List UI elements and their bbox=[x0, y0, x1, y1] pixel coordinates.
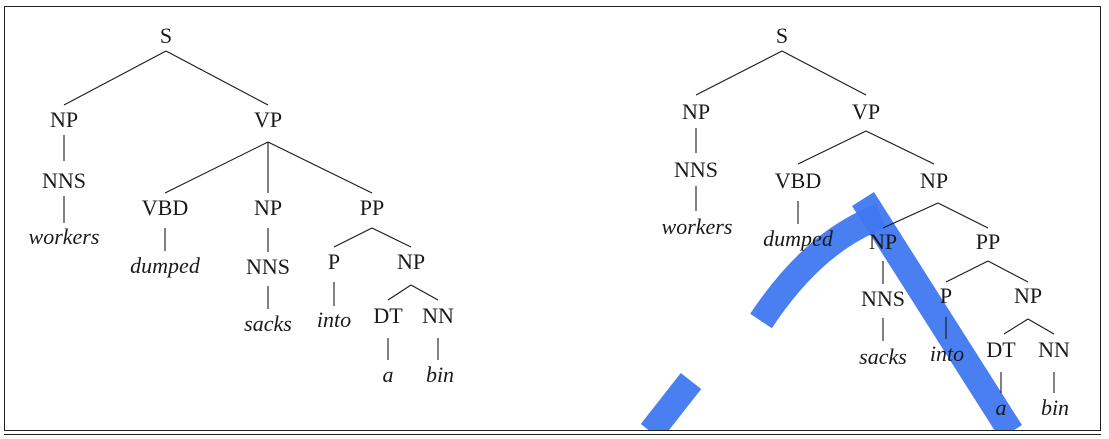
node-np: NP bbox=[1014, 283, 1042, 308]
edge-pp-p bbox=[333, 227, 373, 248]
edge-np-nn bbox=[1027, 318, 1055, 335]
edge-vp-pp bbox=[267, 141, 373, 194]
parse-trees-diagram: S NP VP NNS workers VBD NP PP dumped NNS… bbox=[29, 23, 1070, 430]
watermark bbox=[640, 192, 1022, 430]
word-workers: workers bbox=[662, 214, 733, 239]
edge-vp-np bbox=[865, 130, 935, 165]
node-np: NP bbox=[254, 195, 282, 220]
node-p: P bbox=[940, 283, 952, 308]
node-dt: DT bbox=[373, 303, 403, 328]
bottom-rule bbox=[4, 434, 1101, 435]
edge-np-nn bbox=[410, 284, 439, 301]
node-vbd: VBD bbox=[142, 195, 188, 220]
word-into: into bbox=[317, 307, 351, 332]
edge-s-np bbox=[695, 50, 783, 96]
node-np: NP bbox=[397, 249, 425, 274]
node-dt: DT bbox=[986, 337, 1016, 362]
node-np: NP bbox=[920, 168, 948, 193]
node-nn: NN bbox=[422, 303, 454, 328]
node-pp: PP bbox=[976, 229, 1000, 254]
node-vp: VP bbox=[852, 99, 880, 124]
node-pp: PP bbox=[360, 195, 384, 220]
edge-np-np bbox=[882, 202, 939, 229]
edge-vp-vbd bbox=[164, 141, 269, 194]
node-vp: VP bbox=[254, 107, 282, 132]
node-np: NP bbox=[869, 229, 897, 254]
node-s: S bbox=[160, 23, 172, 48]
edge-np-dt bbox=[1003, 318, 1029, 335]
edge-vp-vbd bbox=[797, 130, 867, 165]
node-np: NP bbox=[682, 99, 710, 124]
edge-pp-p bbox=[945, 260, 989, 283]
word-bin: bin bbox=[1041, 395, 1069, 420]
edge-s-vp bbox=[781, 50, 867, 96]
edge-s-vp bbox=[165, 50, 269, 106]
word-a: a bbox=[383, 362, 394, 387]
node-nns: NNS bbox=[861, 286, 905, 311]
node-nns: NNS bbox=[42, 168, 86, 193]
left-tree: S NP VP NNS workers VBD NP PP dumped NNS… bbox=[29, 23, 455, 387]
node-nns: NNS bbox=[674, 157, 718, 182]
word-dumped: dumped bbox=[763, 226, 834, 251]
word-dumped: dumped bbox=[130, 253, 201, 278]
node-vbd: VBD bbox=[775, 168, 821, 193]
word-bin: bin bbox=[426, 362, 454, 387]
edge-np-pp bbox=[937, 202, 989, 229]
right-tree: S NP VP NNS workers VBD NP dumped NP PP … bbox=[662, 23, 1070, 420]
figure-frame: S NP VP NNS workers VBD NP PP dumped NNS… bbox=[4, 6, 1101, 431]
node-nn: NN bbox=[1038, 337, 1070, 362]
edge-s-np bbox=[63, 50, 167, 106]
word-workers: workers bbox=[29, 224, 100, 249]
edge-np-dt bbox=[387, 284, 412, 301]
node-np: NP bbox=[50, 107, 78, 132]
word-sacks: sacks bbox=[244, 311, 292, 336]
word-into: into bbox=[930, 341, 964, 366]
node-nns: NNS bbox=[246, 254, 290, 279]
node-s: S bbox=[776, 23, 788, 48]
node-p: P bbox=[328, 249, 340, 274]
word-sacks: sacks bbox=[859, 344, 907, 369]
word-a: a bbox=[996, 395, 1007, 420]
edge-pp-np bbox=[371, 227, 412, 248]
edge-pp-np bbox=[987, 260, 1029, 283]
